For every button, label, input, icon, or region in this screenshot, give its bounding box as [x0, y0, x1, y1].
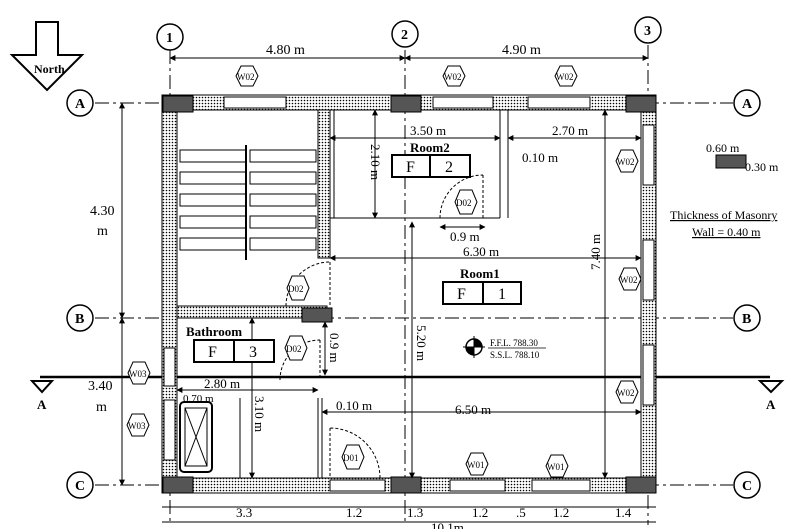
ffl-label: F.F.L. 788.30: [490, 338, 538, 348]
grid-col-3: 3: [644, 24, 651, 39]
window-tag: W02: [237, 72, 255, 82]
door-tag: D01: [343, 453, 359, 463]
dim-bottom-6: 1.2: [553, 505, 569, 520]
window-tag: W02: [556, 72, 574, 82]
dim-left-b-c-2: m: [96, 400, 107, 415]
dim-room1-height: 7.40 m: [588, 234, 603, 270]
dim-bath-width: 2.80 m: [204, 376, 240, 391]
window-tag: W02: [620, 275, 638, 285]
section-label-left: A: [37, 397, 47, 412]
window-tag: W01: [467, 460, 485, 470]
dim-lower-offset: 0.10 m: [336, 398, 372, 413]
door-tag: D02: [456, 198, 472, 208]
north-arrow-icon: North: [9, 21, 85, 92]
ssl-label: S.S.L. 788.10: [490, 350, 540, 360]
dim-bottom-1: 3.3: [236, 505, 252, 520]
grid-col-1: 1: [166, 31, 173, 46]
staircase: [179, 145, 317, 260]
dim-bottom-4: 1.2: [472, 505, 488, 520]
door-swings: [279, 174, 484, 479]
dim-bottom-2: 1.2: [346, 505, 362, 520]
legend-masonry-line2: Wall = 0.40 m: [692, 225, 761, 239]
structural-columns: [162, 95, 657, 494]
grid-row-b-left: B: [75, 312, 84, 327]
room2-name: Room2: [410, 140, 450, 155]
room1-name: Room1: [460, 266, 500, 281]
dim-left-a-b-2: m: [97, 224, 108, 239]
window-tag: W03: [129, 369, 147, 379]
north-label: North: [34, 62, 65, 76]
dim-bath-height: 3.10 m: [252, 396, 267, 432]
opening-tags: W02 W02 W02 W02 W02 W02 W03 W03 W01 W01 …: [126, 65, 642, 478]
dim-bottom-3: 1.3: [407, 505, 423, 520]
room1-floor: F: [457, 286, 466, 303]
window-tag: W02: [617, 388, 635, 398]
grid-row-a-right: A: [742, 97, 753, 112]
dimension-labels: 4.80 m 4.90 m 4.30 m 3.40 m 3.50 m 2.70 …: [88, 43, 632, 529]
dim-bath-door-height: 0.9 m: [327, 333, 342, 363]
dim-bottom-5: .5: [516, 505, 526, 520]
room-tag-bathroom: Bathroom F 3: [186, 324, 275, 363]
dim-room2-height: 2.10 m: [368, 144, 383, 180]
legend-column-width: 0.60 m: [706, 141, 740, 155]
dim-left-a-b-1: 4.30: [90, 204, 115, 219]
dim-door-width: 0.9 m: [450, 229, 480, 244]
bathroom-floor: F: [208, 344, 217, 361]
room2-floor: F: [406, 159, 415, 176]
dim-left-b-c-1: 3.40: [88, 379, 113, 394]
grid-row-c-left: C: [75, 479, 85, 494]
room-tag-room1: Room1 F 1: [442, 266, 522, 305]
window-tag: W02: [617, 157, 635, 167]
dim-bottom-total: 10.1m: [431, 520, 464, 529]
dim-lower-width: 6.50 m: [455, 402, 491, 417]
legend: 0.60 m 0.30 m Thickness of Masonry Wall …: [670, 141, 779, 239]
window-tag: W01: [547, 462, 565, 472]
dim-room1-width: 6.30 m: [463, 244, 499, 259]
grid-col-2: 2: [401, 28, 408, 43]
bathtub: [179, 398, 241, 478]
grid-row-a-left: A: [75, 97, 86, 112]
dim-bath-tub: 0.70 m: [183, 393, 214, 405]
dim-bottom-7: 1.4: [615, 505, 632, 520]
dim-room2-width: 3.50 m: [410, 123, 446, 138]
grid-bubbles: 1 2 3 A A B B C C: [66, 16, 761, 499]
window-tag: W02: [444, 72, 462, 82]
bathroom-number: 3: [249, 344, 257, 361]
room-tag-room2: Room2 F 2: [391, 140, 471, 178]
room1-number: 1: [498, 286, 506, 303]
door-tag: D02: [288, 284, 304, 294]
section-label-right: A: [766, 397, 776, 412]
level-marker: F.F.L. 788.30 S.S.L. 788.10: [463, 336, 546, 360]
door-tag: D02: [286, 344, 302, 354]
legend-column-depth: 0.30 m: [745, 160, 779, 174]
window-tag: W03: [128, 421, 146, 431]
grid-row-b-right: B: [742, 312, 751, 327]
dim-center-height: 5.20 m: [414, 325, 429, 361]
room2-number: 2: [445, 159, 453, 176]
legend-masonry-line1: Thickness of Masonry: [670, 208, 777, 222]
bathroom-name: Bathroom: [186, 324, 242, 339]
dimension-lines: [119, 55, 656, 523]
dim-room2-offset: 0.10 m: [522, 150, 558, 165]
grid-row-c-right: C: [742, 479, 752, 494]
legend-column-swatch: [715, 154, 747, 169]
dim-top-1-2: 4.80 m: [266, 43, 305, 58]
dim-room2-right: 2.70 m: [552, 123, 588, 138]
dim-top-2-3: 4.90 m: [502, 43, 541, 58]
